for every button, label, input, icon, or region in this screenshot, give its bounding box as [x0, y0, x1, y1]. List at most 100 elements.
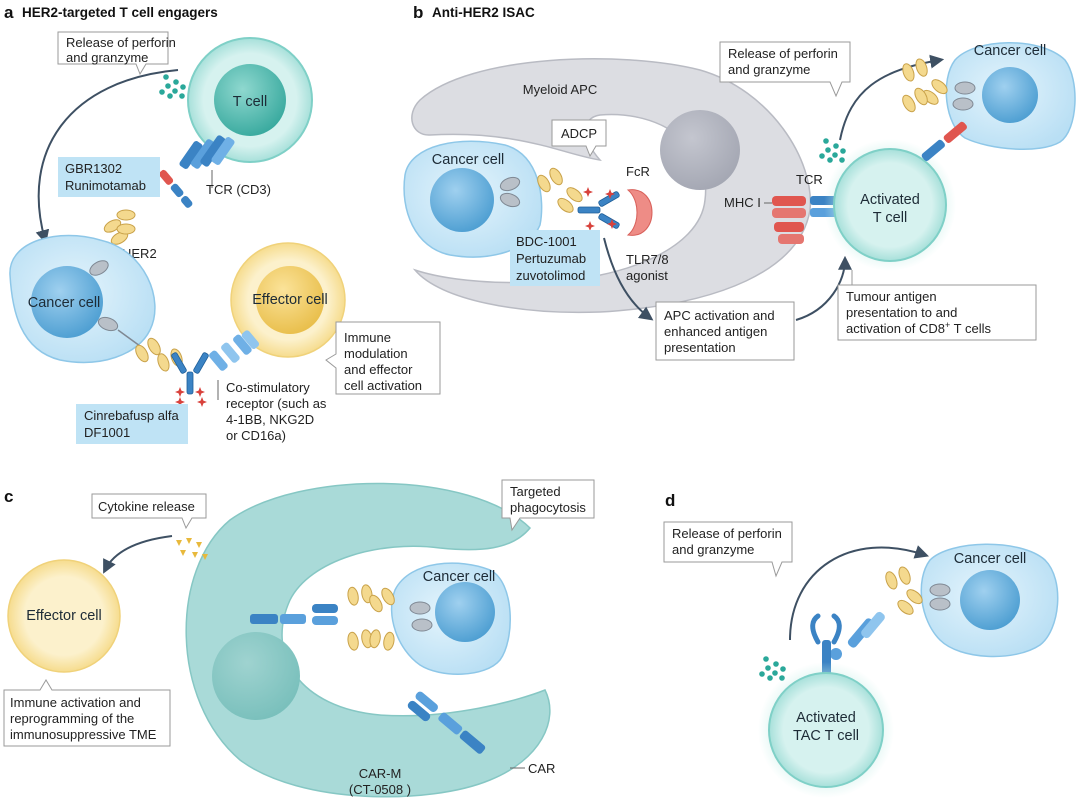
release-line-2: and granzyme — [672, 542, 754, 557]
cancer-cell-label: Cancer cell — [423, 569, 496, 585]
adcp-callout — [551, 119, 607, 158]
tumour-line-1: Tumour antigen — [846, 289, 937, 304]
release-callout — [663, 521, 793, 578]
cytokine-label: Cytokine release — [98, 499, 195, 514]
drug2-label-box — [76, 404, 188, 444]
granules-icon — [159, 74, 186, 99]
release-callout — [57, 31, 169, 76]
cytokine-arrow — [103, 535, 173, 574]
cancer-cell-label: Cancer cell — [954, 551, 1027, 567]
antigen-icon — [411, 618, 433, 632]
antigen-icon — [929, 583, 951, 597]
release-line-1: Release of perforin — [728, 46, 838, 61]
effector-cell — [7, 559, 121, 673]
drug-line-2: Runimotamab — [65, 178, 146, 193]
panel-b: b Anti-HER2 ISAC Myeloid APC Cancer cell… — [403, 3, 1076, 361]
tcr-label: TCR — [796, 172, 823, 187]
targeted-callout — [501, 479, 595, 532]
activated-line-2: T cell — [873, 210, 907, 226]
bispecific-antibody — [170, 351, 210, 395]
immune-line-1: Immune activation and — [10, 695, 141, 710]
cancer-cell-2-label: Cancer cell — [974, 43, 1047, 59]
mhc-label: MHC I — [724, 195, 761, 210]
apc-line-3: presentation — [664, 340, 736, 355]
tcr-label: TCR (CD3) — [206, 182, 271, 197]
panel-d: d Release of perforin and granzyme Cance… — [663, 491, 1059, 798]
immune-line-4: cell activation — [344, 378, 422, 393]
targeted-line-1: Targeted — [510, 484, 561, 499]
fcr-label: FcR — [626, 164, 650, 179]
activated-line-1: Activated — [796, 710, 856, 726]
car-receptor-top — [250, 604, 338, 625]
cancer-cell-nucleus — [31, 266, 103, 338]
immune-callout — [325, 321, 441, 395]
panel-b-title: Anti-HER2 ISAC — [432, 5, 535, 20]
car-m-nucleus — [212, 632, 300, 720]
release-line-1: Release of perforin — [66, 35, 176, 50]
tumour-line-2: presentation to and — [846, 305, 957, 320]
cancer-cell-label: Cancer cell — [432, 152, 505, 168]
tcr-complex — [179, 135, 235, 169]
drug-line-1: BDC-1001 — [516, 234, 577, 249]
star-icon — [583, 187, 593, 197]
activated-t-cell — [833, 148, 947, 262]
drug-line-3: zuvotolimod — [516, 268, 585, 283]
costim-receptor — [209, 330, 260, 371]
killing-arrow — [35, 69, 179, 245]
panel-d-letter: d — [665, 491, 675, 510]
her2-icon — [900, 56, 930, 84]
bispecific-engager — [159, 169, 193, 208]
costim-line-1: Co-stimulatory — [226, 380, 310, 395]
star-icon — [585, 221, 595, 231]
star-icon — [195, 387, 205, 397]
release-line-2: and granzyme — [66, 50, 148, 65]
release-callout — [719, 41, 851, 98]
cancer-cell-nucleus — [430, 168, 494, 232]
drug-line-1: GBR1302 — [65, 161, 122, 176]
t-cell-nucleus — [214, 64, 286, 136]
release-line-1: Release of perforin — [672, 526, 782, 541]
adcp-label: ADCP — [561, 126, 597, 141]
apc-line-1: APC activation and — [664, 308, 775, 323]
tlr-line-1: TLR7/8 — [626, 252, 669, 267]
car-label: CAR — [528, 761, 555, 776]
cytokine-callout — [91, 493, 207, 530]
panel-c: c CAR-M (CT-0508 ) Cancer cell CAR — [3, 479, 595, 798]
panel-c-letter: c — [4, 487, 13, 506]
activated-tac-t-cell — [768, 672, 884, 788]
costim-line-2: receptor (such as — [226, 396, 327, 411]
cancer-cell-nucleus — [960, 570, 1020, 630]
drug-label-box — [58, 157, 160, 197]
star-icon — [175, 387, 185, 397]
antigen-icon — [952, 97, 974, 111]
her2-icon — [883, 564, 913, 592]
drug-label-box — [510, 230, 600, 286]
fcr — [626, 189, 653, 236]
cancer-cell-nucleus — [435, 582, 495, 642]
apc-line-2: enhanced antigen — [664, 324, 767, 339]
tlr-arrow — [603, 237, 654, 321]
her2-icon — [346, 628, 374, 652]
immune-line-3: and effector — [344, 362, 413, 377]
targeted-line-2: phagocytosis — [510, 500, 586, 515]
drug2-line-2: DF1001 — [84, 425, 130, 440]
cancer-cell-label: Cancer cell — [28, 295, 101, 311]
immune-line-2: modulation — [344, 346, 408, 361]
activated-line-1: Activated — [860, 192, 920, 208]
myeloid-nucleus — [660, 110, 740, 190]
carm-line-2: (CT-0508 ) — [349, 782, 411, 797]
immune-line-1: Immune — [344, 330, 391, 345]
effector-cell-label: Effector cell — [252, 292, 328, 308]
tlr-line-2: agonist — [626, 268, 668, 283]
immune-line-2: reprogramming of the — [10, 711, 134, 726]
car-receptor-bottom — [407, 691, 486, 754]
drug-line-2: Pertuzumab — [516, 251, 586, 266]
myeloid-label: Myeloid APC — [523, 82, 597, 97]
release-line-2: and granzyme — [728, 62, 810, 77]
mhc-i — [772, 196, 806, 244]
car-m-cell — [185, 482, 551, 798]
panel-a: a HER2-targeted T cell engagers T cell R… — [4, 3, 441, 444]
t-cell-label: T cell — [233, 94, 267, 110]
tumour-antigen-callout — [837, 284, 1037, 341]
